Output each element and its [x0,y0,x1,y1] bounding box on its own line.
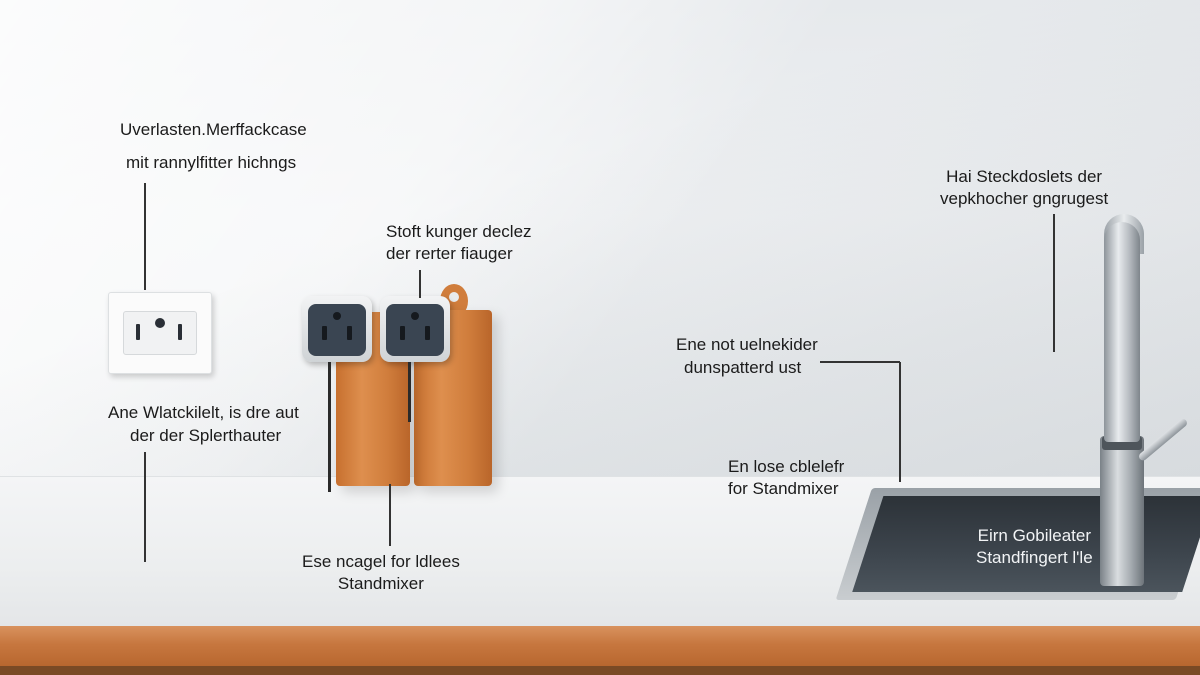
outlet-ground-hole [155,318,165,328]
wall-shadow [0,0,1200,480]
callout-mid-left-line1: Ane Wlatckilelt, is dre aut [108,403,299,422]
faucet-neck [1104,222,1140,442]
callout-mid-right-line1: Ene not uelnekider [676,335,818,354]
cutting-board-hole [449,292,459,302]
callout-line-top-right [1053,214,1055,352]
callout-top-right: Hai Steckdoslets der vepkhocher gngruges… [940,166,1108,210]
plug-pin-right [347,326,352,340]
outlet-faceplate [123,311,197,355]
callout-line-mid-left [144,452,146,562]
callout-line-top-left [144,183,146,290]
callout-line-bottom-center [389,484,391,546]
callout-mid-right: Ene not uelnekider [676,334,818,356]
callout-mid-left-line2: der der Splerthauter [130,426,282,445]
callout-top-right-line2: vepkhocher gngrugest [940,189,1109,208]
callout-top-left: Uverlasten.Merffackcase [120,119,307,141]
smart-plug-right [380,296,450,362]
countertop-wood-edge [0,626,1200,666]
callout-line-mid-right-horizontal [820,361,900,363]
callout-mid-right-sub: dunspatterd ust [684,357,801,379]
countertop-bottom [0,666,1200,675]
callout-sink: Eirn Gobileater Standfingert l'le [976,525,1093,569]
callout-mid-left: Ane Wlatckilelt, is dre aut [108,402,299,424]
smart-plug-left [302,296,372,362]
plug-cord-left [328,362,331,492]
wall-sunlight [0,0,1200,480]
callout-sink-line1: Eirn Gobileater [977,526,1092,545]
callout-top-left-line2: mit rannylfitter hichngs [126,153,297,172]
callout-sink-line2: Standfingert l'le [976,548,1093,567]
plug-pin-right [425,326,430,340]
callout-mid-left-sub: der der Splerthauter [130,425,281,447]
callout-top-left-line1: Uverlasten.Merffackcase [120,120,307,139]
outlet-slot-left [136,324,140,340]
callout-center-top-line1: Stoft kunger declez [386,222,532,241]
callout-lower-right-line1: En lose cblelefr [728,457,845,476]
callout-top-right-line1: Hai Steckdoslets der [946,167,1103,186]
callout-mid-right-line2: dunspatterd ust [684,358,802,377]
plug-ground-hole [411,312,419,320]
plug-ground-hole [333,312,341,320]
callout-line-center-top [419,270,421,298]
faucet-base [1100,436,1144,586]
callout-line-mid-right [899,362,901,482]
callout-center-top-line2: der rerter fiauger [386,244,513,263]
callout-bottom-center-line2: Standmixer [337,574,424,593]
wall-outlet [108,292,212,374]
plug-pin-left [400,326,405,340]
callout-bottom-center: Ese ncagel for ldlees Standmixer [302,551,460,595]
plug-face [386,304,444,356]
callout-center-top: Stoft kunger declez der rerter fiauger [386,221,532,265]
callout-top-left-sub: mit rannylfitter hichngs [126,152,296,174]
plug-face [308,304,366,356]
callout-lower-right: En lose cblelefr for Standmixer [728,456,844,500]
callout-bottom-center-line1: Ese ncagel for ldlees [302,552,460,571]
callout-lower-right-line2: for Standmixer [728,479,839,498]
plug-cord-right [408,362,411,422]
plug-pin-left [322,326,327,340]
outlet-slot-right [178,324,182,340]
